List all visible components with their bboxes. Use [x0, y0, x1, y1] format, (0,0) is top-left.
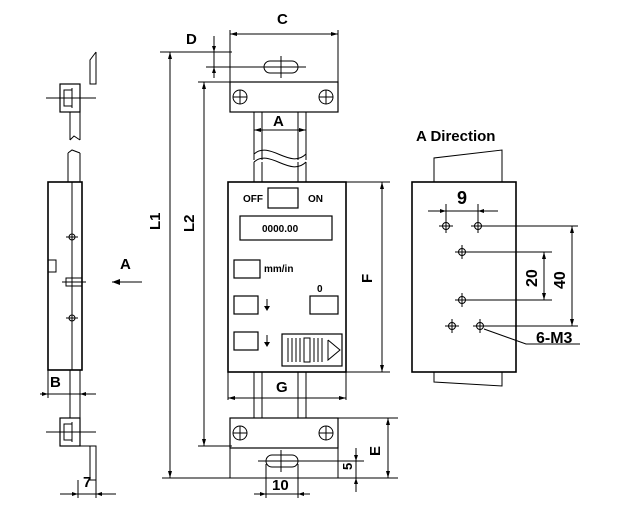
lcd-value: 0000.00 — [262, 224, 299, 235]
battery-cover — [281, 333, 343, 367]
front-dimensions — [160, 30, 398, 498]
units-label: mm/in — [264, 264, 293, 275]
side-view — [40, 51, 142, 498]
hold-button[interactable] — [233, 295, 259, 315]
power-switch[interactable] — [267, 187, 299, 209]
function-button[interactable] — [233, 331, 259, 351]
dim-40-label: 40 — [552, 271, 569, 289]
on-label: ON — [308, 194, 323, 205]
a-direction-title: A Direction — [416, 128, 495, 145]
dim-e-label: E — [367, 446, 384, 456]
units-button[interactable] — [233, 259, 261, 279]
front-view — [227, 54, 347, 479]
dim-7-label: 7 — [83, 474, 91, 491]
dim-l2-label: L2 — [181, 214, 198, 232]
dim-20-label: 20 — [524, 269, 541, 287]
dim-c-label: C — [277, 11, 288, 28]
dim-b-label: B — [50, 374, 61, 391]
dim-g-label: G — [276, 379, 288, 396]
zero-label: 0 — [317, 284, 323, 295]
side-body — [47, 181, 83, 371]
dim-10-label: 10 — [272, 477, 289, 494]
a-direction-view — [411, 149, 580, 387]
dim-a-arrow-label: A — [120, 256, 131, 273]
off-label: OFF — [243, 194, 263, 205]
dim-d-label: D — [186, 31, 197, 48]
dim-l1-label: L1 — [147, 212, 164, 230]
dim-a-top-label: A — [273, 113, 284, 130]
zero-button[interactable] — [309, 295, 339, 315]
lcd-display — [239, 215, 333, 241]
dim-9-label: 9 — [457, 188, 467, 208]
dim-5-label: 5 — [340, 463, 355, 470]
holes-label: 6-M3 — [536, 330, 573, 347]
mounting-holes — [439, 219, 487, 333]
a-direction-body — [411, 181, 517, 373]
bottom-connector-block — [229, 417, 339, 449]
dim-f-label: F — [359, 274, 376, 283]
